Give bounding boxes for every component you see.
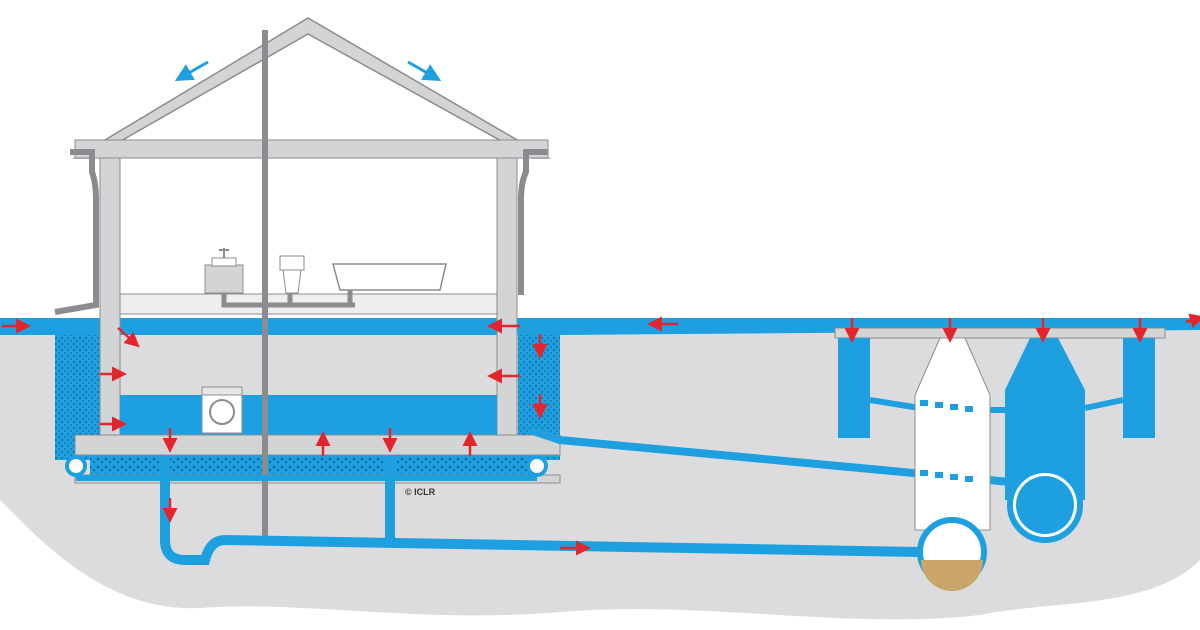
toilet-icon — [279, 255, 305, 294]
basement-slab — [74, 434, 561, 456]
vent-stack — [262, 30, 268, 545]
ventilation-arrow-icon — [407, 60, 442, 81]
storm-lateral — [528, 426, 1011, 486]
road-surface — [834, 327, 1166, 339]
weeping-tile-left — [65, 455, 87, 477]
gravel-layer — [90, 455, 530, 475]
left-downspout — [54, 149, 99, 315]
sanitary-lateral — [160, 455, 921, 565]
basement-flood-water — [120, 395, 497, 435]
catch-basin-left — [838, 338, 870, 438]
ventilation-arrow-icon — [174, 60, 209, 81]
flow-arrows — [2, 313, 1200, 556]
catch-basin-right — [1123, 338, 1155, 438]
bathtub-icon — [332, 263, 447, 291]
flow-arrow-icon — [1185, 313, 1200, 328]
right-wall — [496, 157, 518, 454]
washing-machine-icon — [201, 386, 243, 434]
roof — [72, 17, 551, 159]
left-wall — [99, 157, 121, 454]
storm-manhole — [1005, 338, 1085, 500]
storm-sewer-water — [1016, 476, 1074, 534]
sewer-sediment — [921, 560, 983, 591]
fixture-drain-pipe — [221, 290, 355, 308]
weeping-tile-right — [526, 455, 548, 477]
flow-arrow-icon — [117, 327, 140, 348]
manhole-steps — [920, 400, 973, 482]
catch-basin-connector — [869, 397, 1124, 413]
sink-icon — [204, 248, 244, 294]
ceiling-beam — [74, 139, 549, 159]
right-downspout — [518, 149, 548, 295]
copyright-credit: © ICLR — [405, 487, 436, 497]
